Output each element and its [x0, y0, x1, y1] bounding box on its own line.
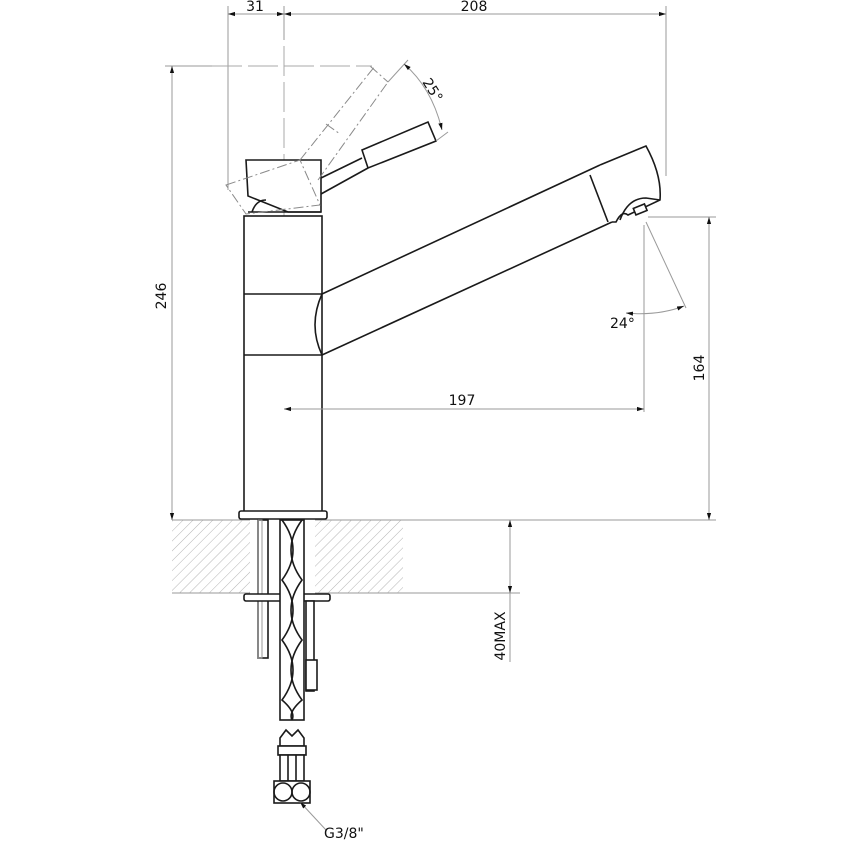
dim-31-label: 31 [246, 0, 264, 15]
dim-208-label: 208 [461, 0, 488, 15]
thread-label: G3/8" [324, 826, 364, 842]
lever-handle [245, 120, 438, 213]
dimension-197: 197 [284, 393, 644, 412]
thread-callout: G3/8" [299, 801, 364, 842]
angle-25-label: 25° [419, 76, 446, 106]
dim-197-label: 197 [449, 393, 476, 409]
dimension-164: 164 [403, 216, 716, 521]
under-deck-fittings [243, 519, 331, 804]
countertop-section [172, 519, 520, 594]
dimension-top: 31 208 [227, 0, 667, 176]
dim-40max-label: 40MAX [493, 611, 509, 660]
angle-24-dimension: 24° [610, 221, 687, 412]
dimension-40max: 40MAX [493, 520, 513, 662]
dimension-246: 246 [154, 65, 212, 520]
lever-handle-phantom [212, 65, 389, 215]
dim-164-label: 164 [692, 355, 708, 382]
angle-24-label: 24° [610, 316, 635, 332]
tap-body [238, 215, 328, 520]
spout [314, 144, 662, 356]
dim-246-label: 246 [154, 283, 170, 310]
